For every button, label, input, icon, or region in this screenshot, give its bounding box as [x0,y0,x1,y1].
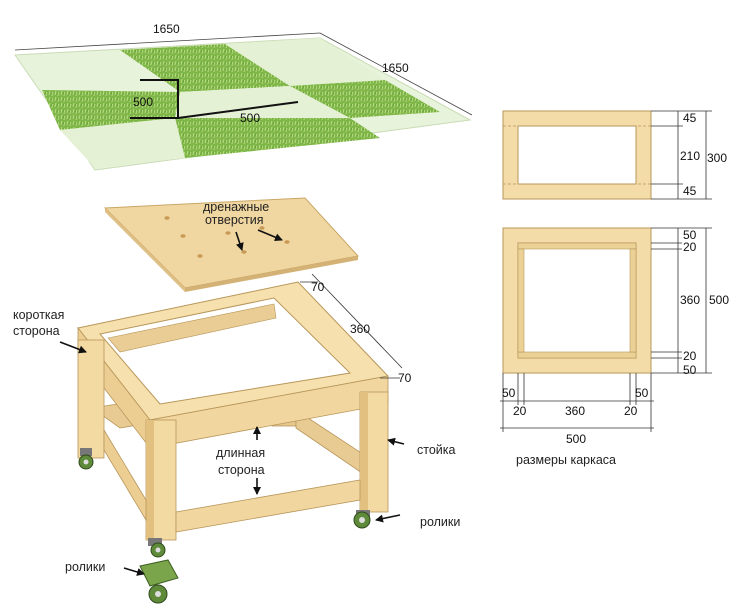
wheel [148,538,166,558]
panel-depth-label: 1650 [382,61,409,75]
dim-outer-rail: 50 [635,386,649,400]
top-view-drawing [500,227,712,432]
dimension-line [14,32,321,51]
grass-tile [175,86,350,118]
dim-bottom-rail: 45 [683,184,697,198]
drain-holes-label: отверстия [205,213,264,227]
wheels-label: ролики [65,560,105,574]
beam-width-label: 70 [311,280,325,294]
long-side-label: сторона [218,463,265,477]
wheel-detail [123,559,179,604]
dim-outer-rail: 50 [683,363,697,377]
dim-inner-rail: 20 [683,240,697,254]
long-side-label: длинная [216,446,265,460]
grass-panel [14,32,473,171]
dim-inner-rail: 20 [513,404,527,418]
tile-size-label: 500 [133,95,153,109]
dim-inner-rail: 20 [624,404,638,418]
lid-board [103,197,359,292]
dim-total-width: 500 [566,432,586,446]
frame-dimensions-caption: размеры каркаса [516,453,616,467]
tile-size-label: 500 [240,111,260,125]
wheel [78,448,94,470]
grass-tile [290,80,440,118]
dim-total-depth: 500 [709,293,729,307]
grass-tile [225,38,385,86]
dim-outer-rail: 50 [502,386,516,400]
dim-inner-span: 360 [565,404,585,418]
dim-inner-span: 360 [680,293,700,307]
dim-total-height: 300 [707,151,727,165]
short-side-label: короткая [13,308,64,322]
dim-top-rail: 45 [683,111,697,125]
wheels-label: ролики [420,515,460,529]
inner-span-label: 360 [350,322,370,336]
grass-tile [60,118,185,168]
dim-outer-rail: 50 [683,228,697,242]
drain-holes [164,216,290,258]
grass-tile [42,90,180,130]
post-label: стойка [417,443,456,457]
dim-inner-rail: 20 [683,349,697,363]
short-side-label: сторона [13,324,60,338]
beam-width-label: 70 [398,371,412,385]
dimension-line [319,32,473,116]
panel-width-label: 1650 [153,22,180,36]
wheel [353,510,371,529]
dim-middle: 210 [680,149,700,163]
grass-tile [120,44,290,92]
frame-isometric [59,273,405,558]
side-view-drawing [502,110,712,200]
grass-tile [175,118,380,158]
drain-holes-label: дренажные [203,200,269,214]
